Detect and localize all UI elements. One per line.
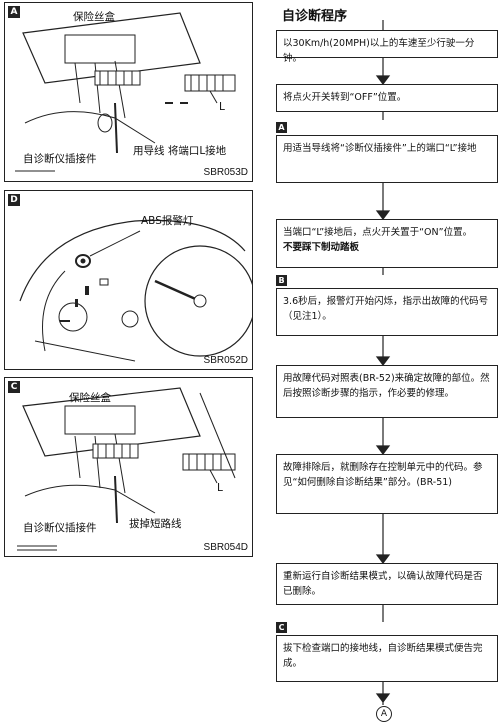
flow-step-6: 用故障代码对照表(BR-52)来确定故障的部位。然后按照诊断步骤的指示，作必要的…: [276, 365, 498, 418]
flow-step-2: 将点火开关转到“OFF”位置。: [276, 84, 498, 112]
connector-label-a: 自诊断仪插接件: [23, 153, 97, 165]
flow-step-9: 拔下检查端口的接地线，自诊断结果模式便告完成。: [276, 635, 498, 682]
flow-step-5-tag: B: [276, 275, 287, 286]
fuse-box-label-a: 保险丝盒: [73, 11, 115, 23]
panel-tag-d: D: [8, 194, 20, 206]
terminal-label-c: L: [217, 482, 223, 494]
flow-step-3: 用适当导线将“诊断仪插接件”上的端口“L”接地: [276, 135, 498, 183]
flow-step-1-text: 以30Km/h(20MPH)以上的车速至少行驶一分钟。: [283, 38, 475, 64]
self-diagnosis-flowchart: 自诊断程序 以30Km/h(20MPH)以上的车速至少行驶一分钟。 将点火开关转…: [258, 0, 503, 723]
flow-step-5: 3.6秒后，报警灯开始闪烁，指示出故障的代码号（见注1）。: [276, 288, 498, 336]
flow-step-4: 当端口“L”接地后，点火开关置于“ON”位置。 不要踩下制动踏板: [276, 219, 498, 268]
fuse-box-label-c: 保险丝盒: [69, 392, 111, 404]
flow-step-4-note: 不要踩下制动踏板: [283, 242, 360, 253]
flow-step-7-text: 故障排除后，就删除存在控制单元中的代码。参见“如何删除自诊断结果”部分。(BR-…: [283, 462, 483, 488]
panel-tag-a: A: [8, 6, 20, 18]
wire-label-a: 用导线 将端口L接地: [133, 145, 227, 157]
flow-step-4-text: 当端口“L”接地后，点火开关置于“ON”位置。: [283, 227, 473, 238]
flow-step-8-text: 重新运行自诊断结果模式，以确认故障代码是否已删除。: [283, 571, 483, 597]
flowchart-title: 自诊断程序: [282, 9, 348, 24]
flow-step-2-text: 将点火开关转到“OFF”位置。: [283, 92, 407, 103]
connector-label-c: 自诊断仪插接件: [23, 522, 97, 534]
figure-panel-d: D ABS报警灯 SBR052D: [4, 190, 253, 370]
figure-code-d: SBR052D: [203, 355, 248, 366]
figure-code-c: SBR054D: [203, 542, 248, 553]
figure-panel-c: C 保险丝盒 L 自诊断仪插接件 拔掉短路线 SBR054D: [4, 377, 253, 557]
flow-step-7: 故障排除后，就删除存在控制单元中的代码。参见“如何删除自诊断结果”部分。(BR-…: [276, 454, 498, 514]
flow-end-connector: A: [376, 706, 392, 722]
figure-panel-a: A 保险丝盒 L 自诊断仪插接件 用导线 将端口L接地 SBR053D: [4, 2, 253, 182]
flow-step-6-text: 用故障代码对照表(BR-52)来确定故障的部位。然后按照诊断步骤的指示，作必要的…: [283, 373, 490, 399]
flow-step-1: 以30Km/h(20MPH)以上的车速至少行驶一分钟。: [276, 30, 498, 64]
flow-step-3-text: 用适当导线将“诊断仪插接件”上的端口“L”接地: [283, 143, 477, 154]
instrument-cluster-illustration: [19, 219, 252, 362]
panel-tag-c: C: [8, 381, 20, 393]
flow-step-5-text: 3.6秒后，报警灯开始闪烁，指示出故障的代码号（见注1）。: [283, 296, 489, 322]
fuse-box-illustration-c: [17, 387, 236, 551]
terminal-label-a: L: [219, 101, 225, 113]
abs-lamp-label: ABS报警灯: [141, 215, 194, 227]
flow-connectors: [375, 20, 391, 705]
flow-step-3-tag: A: [276, 122, 287, 133]
flow-step-9-text: 拔下检查端口的接地线，自诊断结果模式便告完成。: [283, 643, 483, 669]
flow-step-8: 重新运行自诊断结果模式，以确认故障代码是否已删除。: [276, 563, 498, 605]
figure-code-a: SBR053D: [203, 167, 248, 178]
flow-step-9-tag: C: [276, 622, 287, 633]
fuse-box-illustration-a: [15, 12, 236, 172]
wire-label-c: 拔掉短路线: [129, 518, 182, 530]
